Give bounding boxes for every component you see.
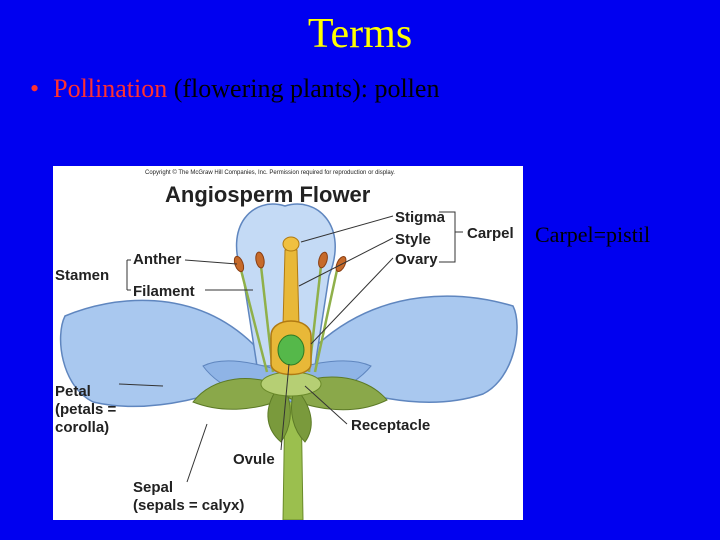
label-filament: Filament [133,283,195,300]
label-stigma: Stigma [395,209,446,226]
slide-title: Terms [307,11,413,57]
flower-diagram: Copyright © The McGraw Hill Companies, I… [55,169,518,520]
bullet-text: (flowering plants): pollen [167,74,440,103]
label-stamen: Stamen [55,267,109,284]
bullet-dot-icon: • [30,74,40,103]
label-receptacle: Receptacle [351,417,430,434]
ovule [277,334,305,366]
bullet-item: • Pollination (flowering plants): pollen [30,74,439,104]
copyright-notice: Copyright © The McGraw Hill Companies, I… [145,169,395,176]
figure-heading: Angiosperm Flower [165,182,371,207]
anthers [233,251,347,273]
label-sepal: Sepal [133,479,173,496]
carpel-note: Carpel=pistil [535,222,651,247]
label-ovule: Ovule [233,451,275,468]
leader-lines [118,211,463,483]
sepal-front-right [291,391,312,443]
angiosperm-flower-figure: Copyright © The McGraw Hill Companies, I… [53,166,523,520]
label-petal-line3: corolla) [55,419,109,436]
label-anther: Anther [133,251,181,268]
label-carpel: Carpel [467,225,514,242]
label-sepal-line2: (sepals = calyx) [133,497,244,514]
label-ovary: Ovary [395,251,438,268]
label-petal-line2: (petals = [55,401,117,418]
term-pollination: Pollination [53,74,168,103]
label-petal: Petal [55,383,91,400]
style [282,249,300,327]
stigma [282,236,300,252]
label-style: Style [395,231,431,248]
